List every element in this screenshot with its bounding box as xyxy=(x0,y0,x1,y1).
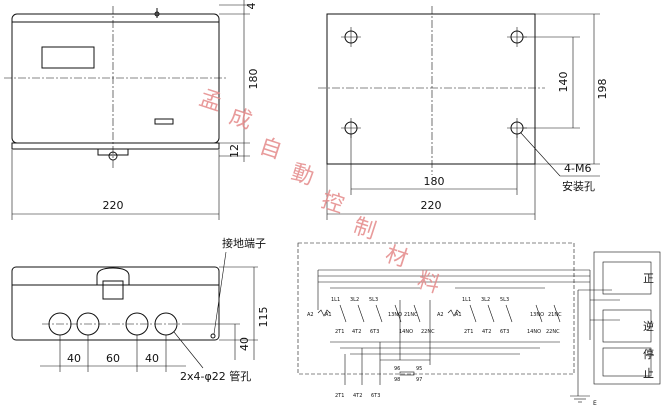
contactor-right: 1L1 3L2 5L3 2T1 4T2 6T3 A2 A1 21NC 13NO … xyxy=(437,297,562,335)
watermark-char: 成 xyxy=(226,104,255,135)
svg-text:2T1: 2T1 xyxy=(335,393,344,399)
spacing-2: 60 xyxy=(106,352,120,365)
coil: A2 xyxy=(437,312,444,318)
svg-text:96: 96 xyxy=(394,366,400,372)
term: 1L1 xyxy=(331,297,340,303)
motor-terminals: 2T1 4T2 6T3 xyxy=(335,393,380,399)
term: 5L3 xyxy=(369,297,378,303)
overload-relay: 96 95 98 97 xyxy=(394,366,422,383)
term: 2T1 xyxy=(464,329,473,335)
watermark: 孟 成 自 動 控 制 材 料 xyxy=(196,86,443,299)
enclosure-outline xyxy=(11,13,220,144)
watermark-char: 自 xyxy=(256,134,285,165)
hole-note: 安装孔 xyxy=(562,179,595,193)
term: 1L1 xyxy=(462,297,471,303)
btn-stop: 停 xyxy=(643,347,654,361)
conduit-callout: 2x4-φ22 管孔 xyxy=(180,369,251,383)
plate-width: 220 xyxy=(421,199,442,212)
svg-text:6T3: 6T3 xyxy=(371,393,380,399)
width-dim: 220 xyxy=(103,199,124,212)
coil-symbol xyxy=(447,309,461,317)
btn-forward: 正 xyxy=(643,272,654,285)
term: 6T3 xyxy=(370,329,379,335)
mounting-plate: 140 198 180 220 4-M6 安装孔 xyxy=(318,6,609,220)
wiring-diagram: 正 逆 停 止 xyxy=(297,242,661,407)
hole-callout: 4-M6 xyxy=(564,162,591,175)
watermark-char: 料 xyxy=(414,268,443,299)
bottom-outline xyxy=(11,266,220,341)
display-window xyxy=(41,46,95,69)
mounting-holes xyxy=(341,27,527,138)
hole-spacing-h: 180 xyxy=(424,175,445,188)
bus-lines xyxy=(317,269,620,403)
svg-text:97: 97 xyxy=(416,377,422,383)
term: 3L2 xyxy=(481,297,490,303)
depth-dim: 115 xyxy=(257,307,270,328)
hole-spacing-v: 140 xyxy=(557,72,570,93)
svg-text:95: 95 xyxy=(416,366,422,372)
ground-terminal xyxy=(210,333,216,339)
watermark-char: 制 xyxy=(350,214,379,245)
term: 4T2 xyxy=(352,329,361,335)
aux: 14NO xyxy=(527,329,541,335)
front-view: 180 12 4 220 xyxy=(4,0,260,220)
term: 4T2 xyxy=(482,329,491,335)
coil-symbol xyxy=(317,309,331,317)
height-dim: 180 xyxy=(247,69,260,90)
latch-body xyxy=(102,280,124,300)
top-dim: 4 xyxy=(245,3,258,10)
button-box xyxy=(593,251,661,385)
term: 2T1 xyxy=(335,329,344,335)
spacing-1: 40 xyxy=(67,352,81,365)
aux: 21NC xyxy=(404,312,418,318)
btn-stop-2: 止 xyxy=(643,367,654,380)
aux: 13NO xyxy=(388,312,402,318)
flange xyxy=(11,142,220,150)
watermark-char: 動 xyxy=(288,160,317,191)
name-plate xyxy=(154,118,174,125)
coil: A1 xyxy=(455,312,462,318)
watermark-char: 孟 xyxy=(196,86,225,117)
btn-reverse: 逆 xyxy=(643,319,654,333)
hinge-latch xyxy=(96,267,130,285)
term: 6T3 xyxy=(500,329,509,335)
spacing-3: 40 xyxy=(145,352,159,365)
bottom-view: 接地端子 115 40 40 60 40 2x4-φ22 管孔 xyxy=(11,237,270,383)
flange-dim: 12 xyxy=(228,144,241,158)
coil: A2 xyxy=(307,312,314,318)
aux: 13NO xyxy=(530,312,544,318)
svg-text:98: 98 xyxy=(394,377,400,383)
hole-height-dim: 40 xyxy=(238,337,251,351)
ground-terminal-label: 接地端子 xyxy=(222,237,266,250)
svg-text:4T2: 4T2 xyxy=(353,393,362,399)
plate-height: 198 xyxy=(596,79,609,100)
coil: A1 xyxy=(325,312,332,318)
aux: 21NC xyxy=(548,312,562,318)
aux: 22NC xyxy=(546,329,560,335)
watermark-char: 材 xyxy=(382,242,411,273)
aux: 22NC xyxy=(421,329,435,335)
contactor-left: 1L1 3L2 5L3 2T1 4T2 6T3 A2 A1 21NC 13NO … xyxy=(307,297,435,335)
term: 5L3 xyxy=(500,297,509,303)
plate-outline xyxy=(326,13,536,165)
aux: 14NO xyxy=(399,329,413,335)
term: 3L2 xyxy=(350,297,359,303)
ground-label: E xyxy=(593,400,597,407)
wiring-box xyxy=(297,242,575,375)
